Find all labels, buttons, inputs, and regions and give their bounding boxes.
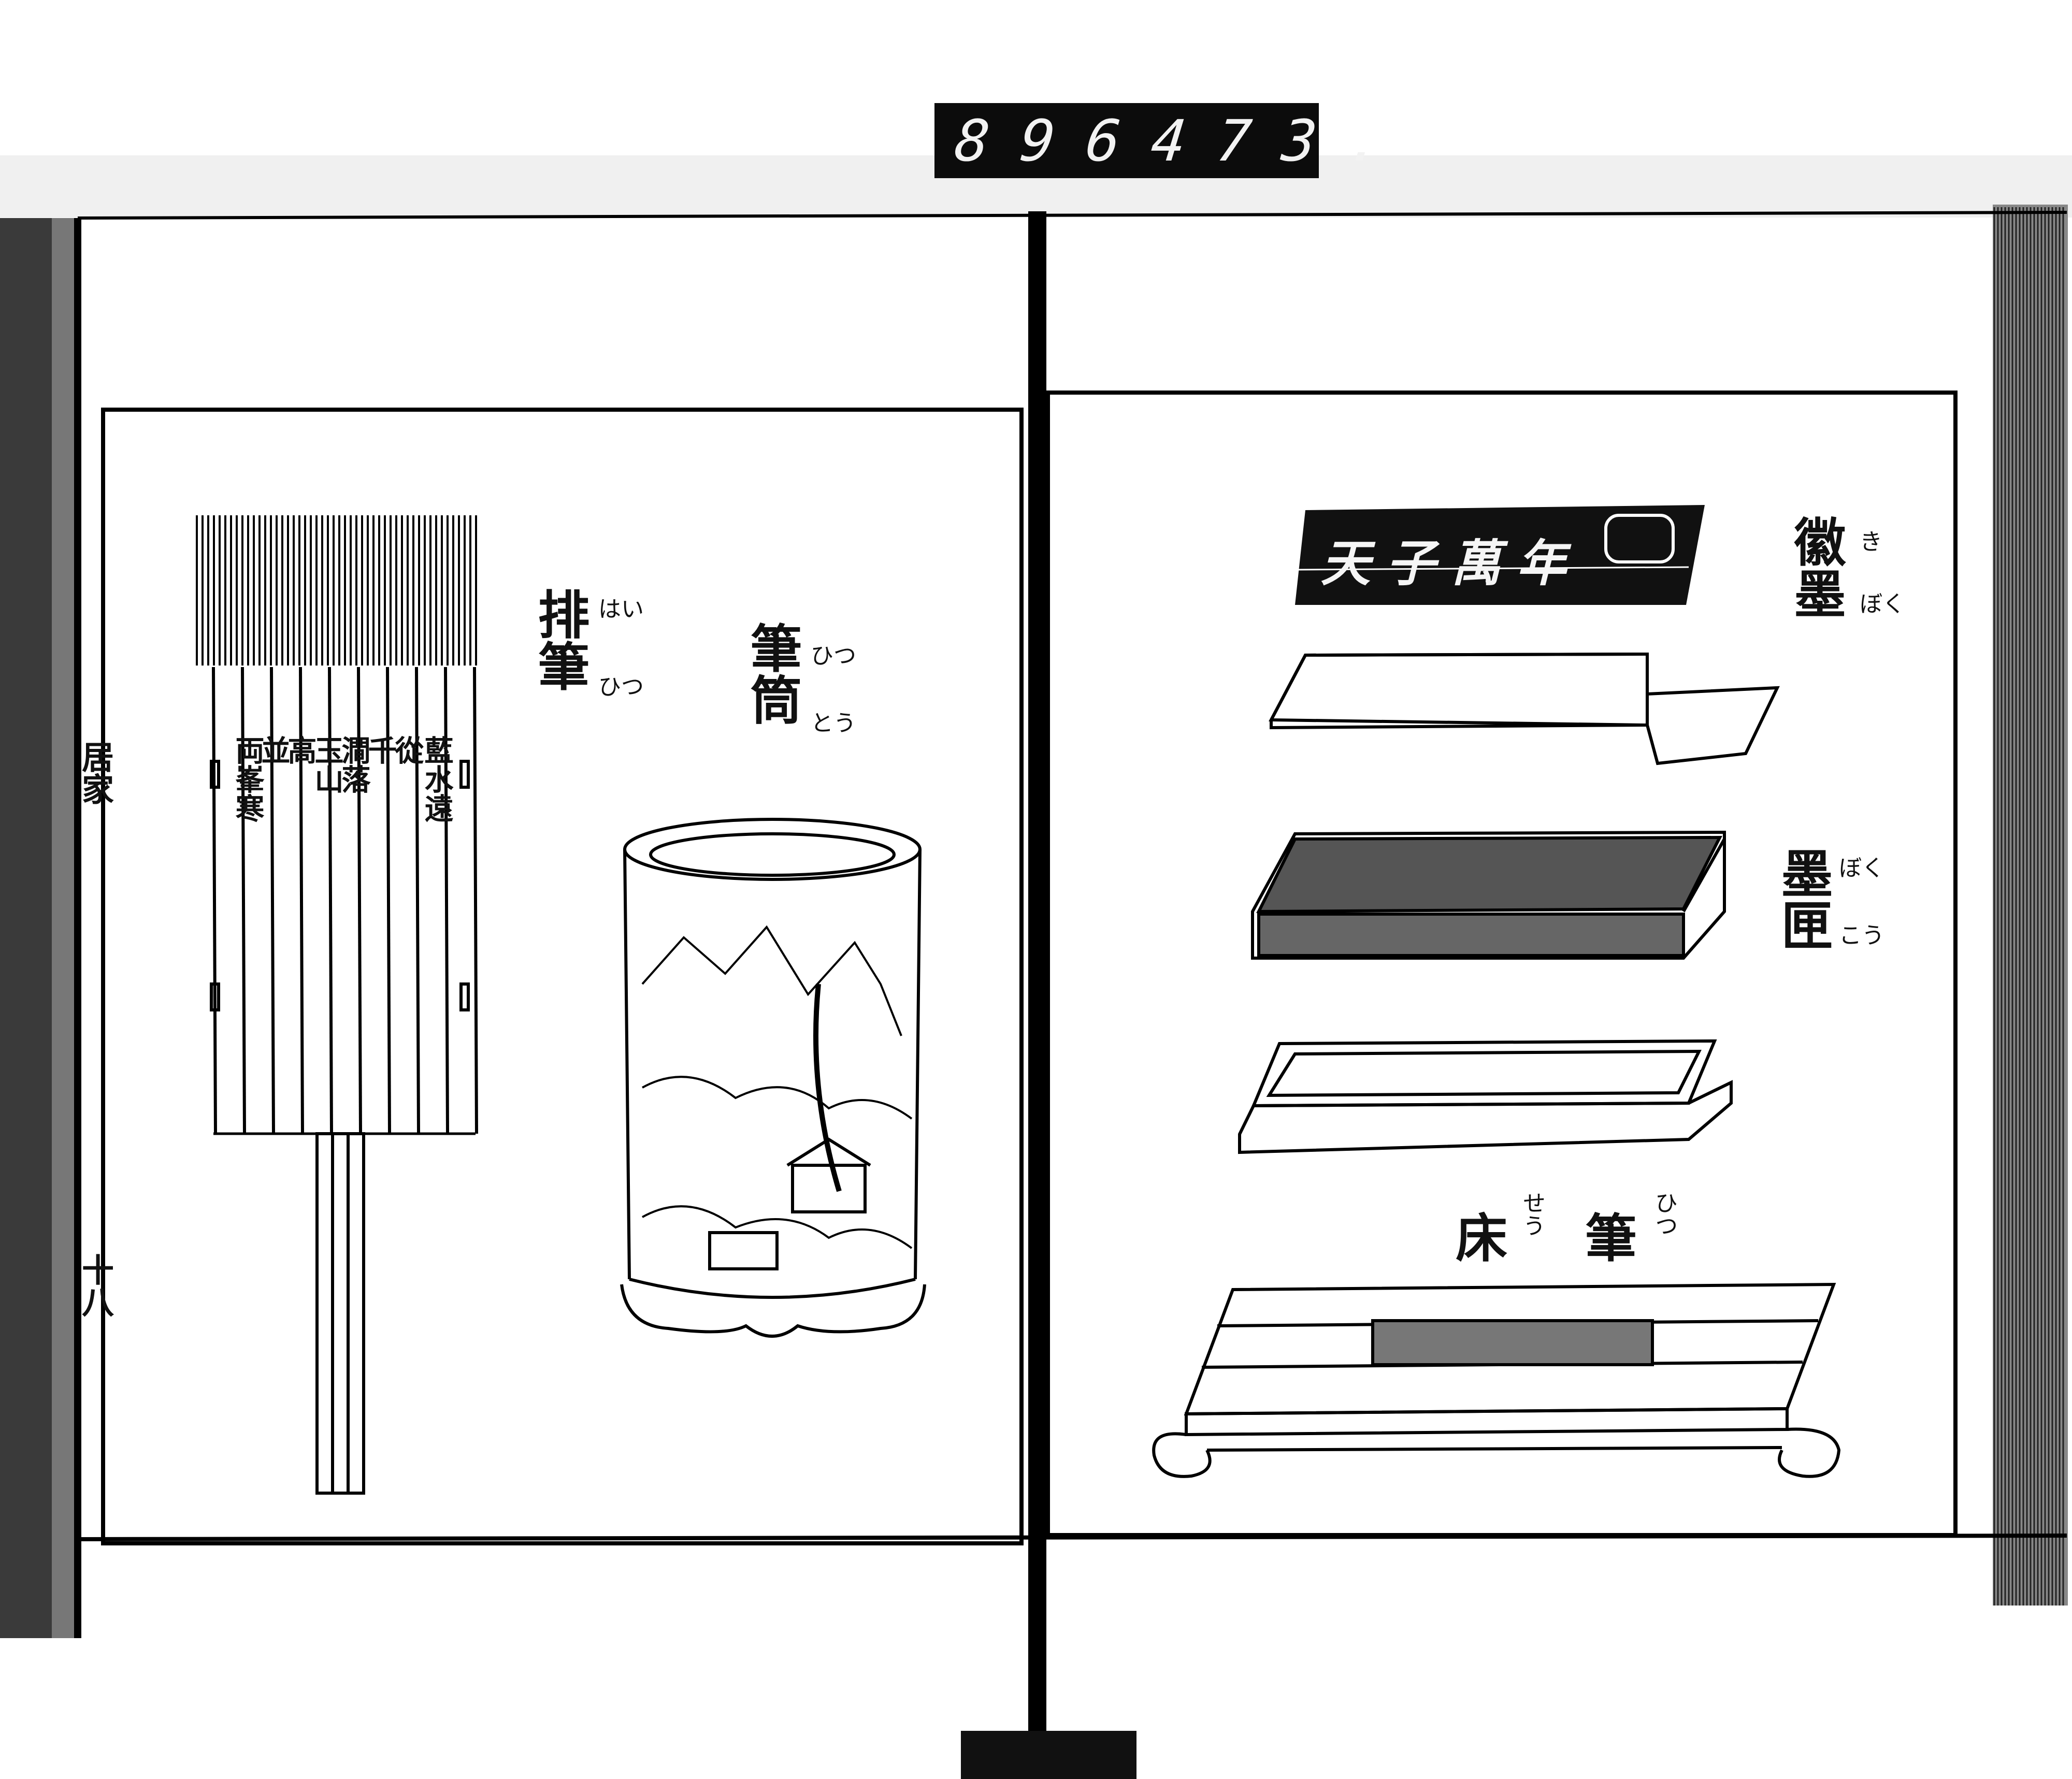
bi-tong-ruby-1: ひつ xyxy=(811,643,856,669)
drawing-stroke xyxy=(270,667,275,1134)
margin-page-number: 十八 xyxy=(76,1253,114,1318)
inscription-column: 從 xyxy=(390,735,424,764)
inscription-column: 澗落 xyxy=(337,735,371,793)
bi-tong-label: 筆筒 xyxy=(741,621,802,725)
drawing-stroke xyxy=(328,667,333,1134)
frame-number-right: 473. xyxy=(1147,107,1417,174)
ink-stick-seal xyxy=(1604,514,1675,563)
pai-bi-ruby-1: はい xyxy=(598,596,644,623)
drawing-stroke xyxy=(212,667,217,1134)
hui-mo-ink-stick-drawing xyxy=(1295,505,1705,605)
bi-tong-ruby-2: とう xyxy=(811,710,856,736)
mo-xia-label: 墨匣 xyxy=(1772,847,1833,950)
hui-mo-label: 徽墨 xyxy=(1785,515,1846,619)
inscription-column: 高 xyxy=(283,735,317,764)
bi-chuang-label-right: 筆 xyxy=(1585,1208,1637,1269)
spine-foot xyxy=(961,1731,1136,1779)
margin-section-title: 居家 xyxy=(76,741,114,805)
left-page-frame xyxy=(101,408,1024,1545)
drawing-stroke xyxy=(299,667,304,1134)
hui-mo-ruby-1: き xyxy=(1860,529,1882,555)
inscription-column: 藍水遠 xyxy=(420,735,454,822)
bi-tong-brush-holder-drawing xyxy=(620,818,926,1338)
drawing-stroke xyxy=(357,667,362,1134)
bi-chuang-label-left: 床 xyxy=(1456,1208,1507,1269)
hui-mo-ruby-2: ぼく xyxy=(1860,591,1905,617)
mo-xia-ink-box-drawing xyxy=(1251,830,1726,960)
center-spine xyxy=(1028,211,1046,1731)
drawing-stroke xyxy=(473,667,478,1134)
mo-xia-ruby-2: こう xyxy=(1839,922,1884,949)
pai-bi-ruby-2: ひつ xyxy=(598,674,644,700)
drawing-stroke xyxy=(415,667,420,1134)
frame-number-left: 896 xyxy=(952,107,1155,174)
left-book-edge xyxy=(0,218,52,1638)
inscription-column: 千 xyxy=(363,735,397,764)
mo-xia-ruby-1: ぼく xyxy=(1839,855,1884,881)
drawing-stroke xyxy=(444,667,449,1134)
inscription-column: 玉山 xyxy=(310,735,344,793)
pai-bi-label: 排筆 xyxy=(529,588,590,691)
ink-stick-inscription: 天子萬年 xyxy=(1317,534,1594,592)
bi-chuang-ruby-right: ひつ xyxy=(1651,1191,1677,1237)
pai-bi-brush-drawing xyxy=(196,515,478,1495)
ink-tray-drawing xyxy=(1238,1039,1733,1154)
bi-chuang-brush-rest-drawing xyxy=(1152,1282,1841,1478)
inscription-column: 両峯寒 xyxy=(231,735,265,822)
drawing-stroke xyxy=(386,667,391,1134)
drawing-stroke xyxy=(241,667,246,1134)
ink-wrapper-drawing xyxy=(1269,652,1780,765)
right-page-frame xyxy=(1046,390,1958,1537)
page-edge-lines xyxy=(1993,207,2064,1606)
bi-chuang-ruby-left: せう xyxy=(1519,1191,1545,1237)
inscription-column: 並 xyxy=(256,735,291,764)
microfilm-frame-number: 896 473. xyxy=(934,103,1416,178)
